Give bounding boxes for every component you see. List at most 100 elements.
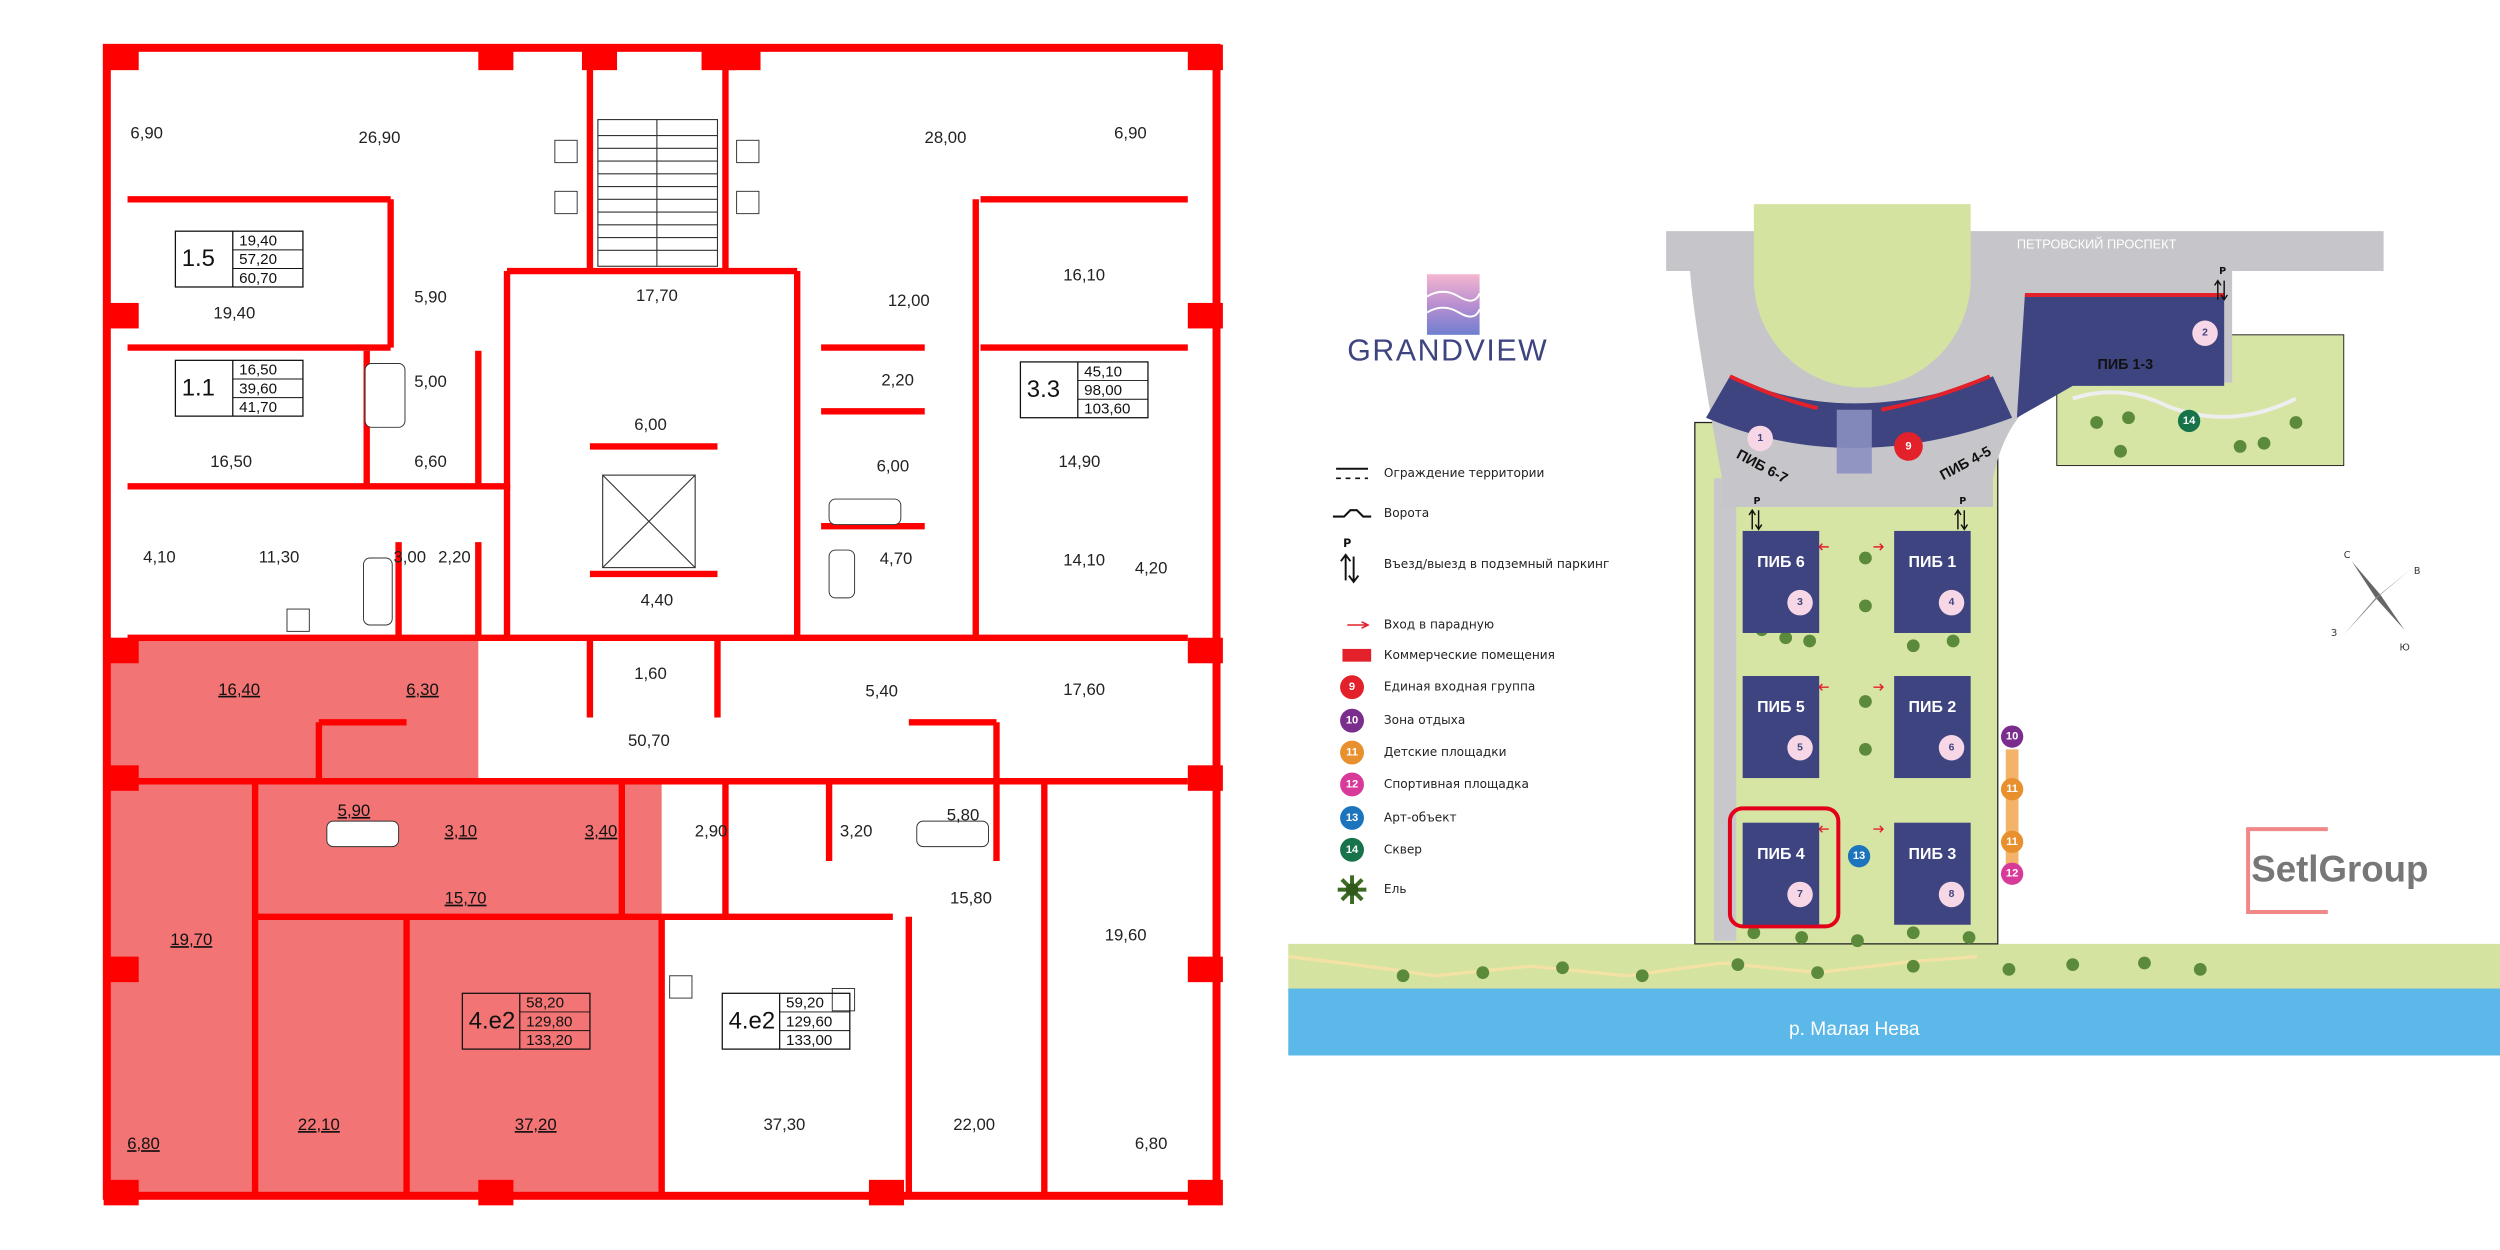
building-label: ПИБ 6 bbox=[1757, 554, 1805, 571]
tree-icon bbox=[1906, 926, 1920, 940]
room-area-label: 16,40 bbox=[218, 680, 260, 699]
walls bbox=[102, 43, 1221, 1200]
room-area-label: 3,40 bbox=[585, 822, 618, 841]
room-area-label: 14,90 bbox=[1058, 452, 1100, 471]
building-ПИБ-5[interactable]: ПИБ 55 bbox=[1742, 676, 1820, 779]
map-marker[interactable] bbox=[1894, 432, 1923, 461]
map-marker[interactable] bbox=[2000, 778, 2024, 801]
building-number: 3 bbox=[1797, 597, 1803, 608]
pillar bbox=[1187, 765, 1223, 791]
legend-label: Спортивная площадка bbox=[1384, 777, 1529, 791]
tree-icon bbox=[2138, 956, 2151, 970]
room-area-label: 3,00 bbox=[393, 547, 426, 566]
compass-north: С bbox=[2344, 550, 2351, 561]
compass-west: З bbox=[2331, 628, 2337, 639]
entrance-arrow-icon bbox=[1873, 683, 1884, 691]
legend: Ограждение территорииВоротаPВъезд/выезд … bbox=[1332, 466, 1609, 905]
room-area-label: 6,60 bbox=[414, 452, 447, 471]
room-area-label: 4,20 bbox=[1135, 559, 1168, 578]
bathtub-icon bbox=[916, 820, 989, 848]
room-area-label: 6,90 bbox=[1114, 123, 1147, 142]
map-marker-number: 11 bbox=[2006, 783, 2018, 795]
pillar bbox=[103, 637, 139, 664]
building-ПИБ-6[interactable]: ПИБ 6 3 bbox=[1742, 530, 1820, 633]
room-area-label: 6,00 bbox=[877, 457, 910, 476]
tree-icon bbox=[1803, 634, 1817, 648]
legend-item: Ель bbox=[1337, 875, 1407, 905]
pillar bbox=[103, 956, 139, 983]
room-area-label: 1,60 bbox=[634, 664, 667, 683]
site-map: р. Малая Нева ПЕТРОВСКИЙ ПРОСПЕКТ 12ПИБ … bbox=[1288, 204, 2500, 1056]
tree-icon bbox=[1337, 875, 1367, 905]
legend-label: Коммерческие помещения bbox=[1384, 648, 1555, 662]
room-area-label: 4,10 bbox=[143, 547, 176, 566]
parking-entrance-icon bbox=[1748, 508, 1763, 531]
room-area-label: 16,50 bbox=[210, 452, 252, 471]
legend-item: Ворота bbox=[1332, 506, 1429, 520]
building-ПИБ-3[interactable]: ПИБ 38 bbox=[1894, 822, 1971, 925]
building-label: ПИБ 5 bbox=[1757, 699, 1805, 716]
room-area-label: 19,60 bbox=[1105, 925, 1147, 944]
marker-number: 11 bbox=[1346, 747, 1358, 759]
tree-icon bbox=[1851, 934, 1864, 948]
building-2[interactable] bbox=[2016, 294, 2225, 418]
stove-icon bbox=[736, 139, 760, 164]
pillar bbox=[103, 1179, 139, 1206]
apartment-info-boxes: 1.519,4057,2060,701.116,5039,6041,703.34… bbox=[174, 230, 1149, 1050]
apartment-type: 4.e2 bbox=[469, 1007, 516, 1034]
bathtub-icon bbox=[828, 498, 902, 526]
room-area-label: 5,80 bbox=[947, 806, 980, 825]
apartment-living: 58,20 bbox=[526, 995, 564, 1012]
apartment-type: 3.3 bbox=[1027, 376, 1060, 403]
parking-label: P bbox=[2219, 266, 2226, 277]
river-label: р. Малая Нева bbox=[1789, 1019, 1920, 1040]
pillars bbox=[103, 44, 1223, 1206]
grandview-logo-text: GRANDVIEW bbox=[1347, 334, 1548, 367]
building-number: 8 bbox=[1949, 889, 1955, 900]
tree-icon bbox=[1811, 966, 1824, 979]
marker-10-icon bbox=[1340, 708, 1364, 733]
apartment-total: 39,60 bbox=[239, 380, 277, 397]
building-ПИБ-1[interactable]: ПИБ 14 bbox=[1894, 530, 1971, 633]
apartment-type: 1.5 bbox=[182, 245, 215, 272]
map-marker[interactable] bbox=[2000, 725, 2024, 748]
room-area-label: 37,30 bbox=[763, 1115, 805, 1134]
map-marker[interactable] bbox=[2177, 409, 2201, 433]
legend-label: Ель bbox=[1384, 882, 1407, 896]
building-number: 4 bbox=[1949, 597, 1955, 608]
marker-number: 9 bbox=[1349, 681, 1355, 693]
map-marker[interactable] bbox=[2000, 830, 2024, 853]
apartment-living: 59,20 bbox=[786, 995, 824, 1012]
tree-icon bbox=[1795, 931, 1809, 944]
room-area-label: 4,40 bbox=[641, 591, 674, 610]
marker-14-icon bbox=[1340, 837, 1364, 862]
room-area-label: 50,70 bbox=[628, 731, 670, 750]
map-marker[interactable] bbox=[1847, 845, 1871, 868]
elevator-icon bbox=[602, 474, 696, 569]
setlgroup-logo: SetlGroup bbox=[2246, 827, 2428, 914]
legend-item: Коммерческие помещения bbox=[1342, 648, 1555, 662]
pillar bbox=[725, 44, 761, 71]
building-ПИБ-4[interactable]: ПИБ 47 bbox=[1742, 822, 1820, 925]
stove-icon bbox=[554, 190, 578, 215]
map-marker[interactable] bbox=[2000, 862, 2024, 885]
legend-label: Арт-объект bbox=[1384, 810, 1457, 824]
pillar bbox=[1187, 1179, 1223, 1206]
legend-label: Детские площадки bbox=[1384, 745, 1507, 759]
tree-icon bbox=[1962, 931, 1976, 944]
parking-label: P bbox=[1959, 496, 1966, 507]
gate-icon bbox=[1332, 509, 1372, 518]
building-ПИБ-2[interactable]: ПИБ 26 bbox=[1894, 676, 1971, 779]
tree-icon bbox=[2233, 440, 2247, 453]
tree-icon bbox=[1859, 695, 1872, 708]
stove-icon bbox=[831, 988, 856, 1012]
